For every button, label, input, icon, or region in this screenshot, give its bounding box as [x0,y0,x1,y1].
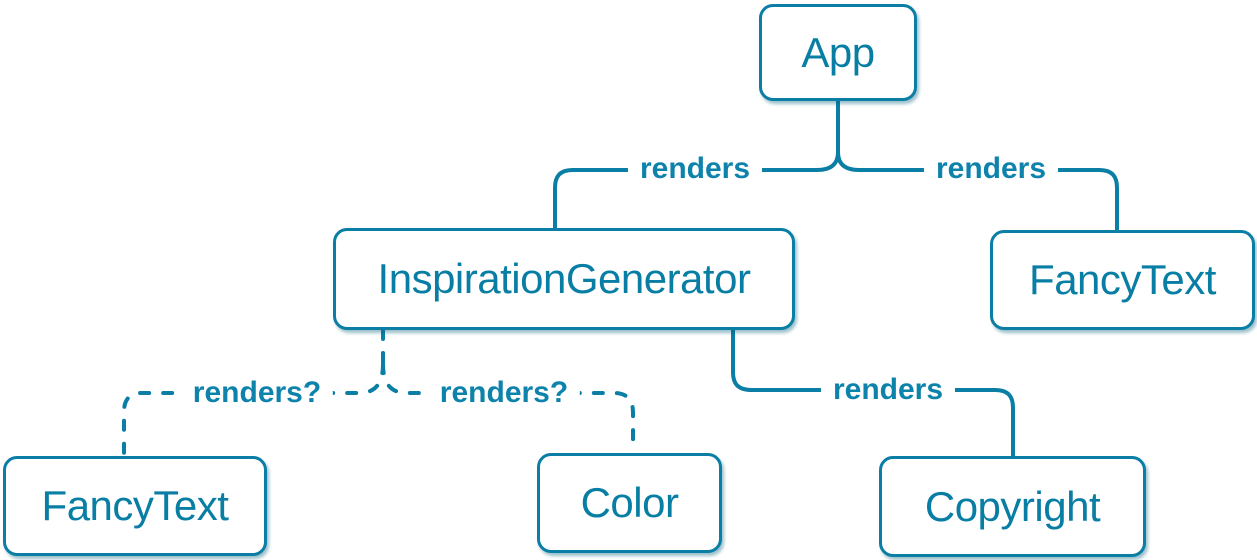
edge-inspiration-generator-to-fancy-text-dashed [122,362,385,458]
node-fancy-text-top: FancyText [990,230,1255,330]
edge-label-renders-conditional-left: renders? [180,374,334,412]
edge-lines-group [122,98,1119,458]
edge-label-renders-right: renders [923,150,1059,188]
edge-label-renders-conditional-right: renders? [427,374,581,412]
edge-app-to-inspiration-generator [553,150,840,230]
node-copyright: Copyright [879,456,1146,557]
node-fancy-text-bottom: FancyText [3,456,267,556]
edge-label-renders-copyright: renders [820,371,956,409]
node-inspiration-generator: InspirationGenerator [333,228,795,330]
node-app: App [759,4,917,101]
edge-app-to-fancy-text [836,150,1119,232]
node-color: Color [537,453,722,553]
edge-inspiration-generator-to-color-dashed [381,362,635,455]
edge-label-renders-left: renders [627,150,763,188]
